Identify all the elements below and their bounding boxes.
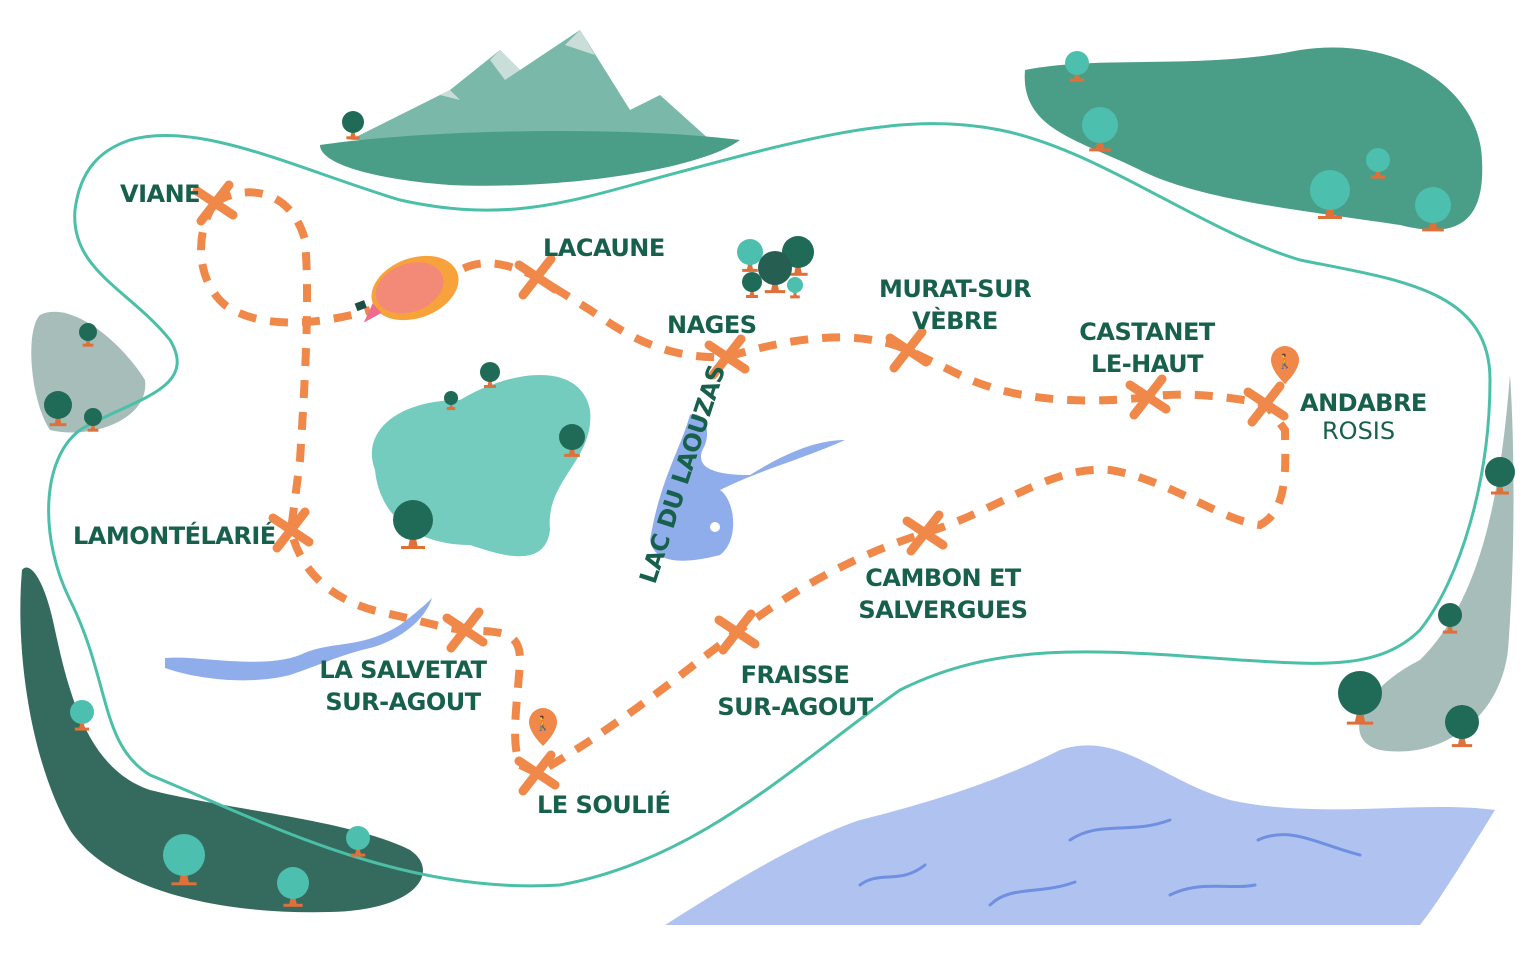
tree-icon bbox=[393, 500, 433, 549]
cross-marker-icon bbox=[268, 507, 314, 553]
mountain-icon bbox=[320, 30, 740, 186]
hiker-pin-icon: 🚶 bbox=[1271, 346, 1299, 384]
tree-icon bbox=[1438, 603, 1462, 634]
tree-icon bbox=[1485, 457, 1515, 495]
cross-marker-icon bbox=[885, 327, 931, 373]
forest-bottom-left bbox=[20, 567, 424, 913]
svg-text:🚶: 🚶 bbox=[534, 715, 551, 732]
hiking-route-loop bbox=[197, 200, 372, 327]
label-cambon-1: CAMBON ET bbox=[865, 564, 1022, 592]
cross-marker-icon bbox=[1125, 374, 1171, 420]
tree-icon bbox=[1445, 705, 1479, 748]
tree-icon bbox=[758, 251, 792, 294]
tree-icon bbox=[1338, 671, 1382, 725]
tree-icon bbox=[1415, 187, 1451, 232]
tree-icon bbox=[787, 277, 803, 299]
label-andabre: ANDABRE bbox=[1300, 389, 1427, 417]
label-lamontelarie: LAMONTÉLARIÉ bbox=[73, 521, 276, 550]
label-castanet-1: CASTANET bbox=[1079, 318, 1216, 346]
label-cambon-2: SALVERGUES bbox=[858, 596, 1027, 624]
hill-right bbox=[1359, 375, 1514, 752]
tree-icon bbox=[79, 323, 97, 347]
label-salvetat-1: LA SALVETAT bbox=[319, 656, 487, 684]
tree-icon bbox=[1310, 170, 1350, 219]
lake-laouzas bbox=[650, 414, 845, 561]
tree-icon bbox=[163, 834, 205, 886]
lake-islet bbox=[710, 522, 720, 532]
tree-icon bbox=[1366, 148, 1390, 179]
cross-marker-icon bbox=[714, 609, 760, 655]
tree-icon bbox=[480, 362, 500, 388]
tree-icon bbox=[559, 424, 585, 457]
tree-icon bbox=[342, 111, 364, 140]
label-fraisse-2: SUR-AGOUT bbox=[717, 693, 873, 721]
cross-marker-icon bbox=[442, 607, 488, 653]
label-castanet-2: LE-HAUT bbox=[1091, 350, 1204, 378]
sea-waves bbox=[858, 818, 1362, 907]
label-viane: VIANE bbox=[120, 180, 200, 208]
hot-air-balloon-icon bbox=[354, 255, 459, 323]
label-murat-1: MURAT-SUR bbox=[879, 275, 1031, 303]
cross-marker-icon bbox=[704, 334, 750, 380]
svg-text:🚶: 🚶 bbox=[1276, 353, 1293, 370]
park-boundary bbox=[47, 122, 1492, 888]
label-lacaune: LACAUNE bbox=[543, 234, 665, 262]
tree-icon bbox=[737, 239, 763, 272]
cross-marker-icon bbox=[514, 254, 560, 300]
label-murat-2: VÈBRE bbox=[912, 306, 998, 335]
label-nages: NAGES bbox=[667, 311, 757, 339]
tree-icon bbox=[346, 826, 370, 857]
hiker-pin-icon: 🚶 bbox=[529, 708, 557, 746]
cross-marker-icon bbox=[902, 510, 948, 556]
tree-icon bbox=[70, 700, 94, 731]
tree-icon bbox=[277, 867, 309, 907]
river-agout bbox=[165, 598, 432, 681]
cross-marker-icon bbox=[1243, 381, 1289, 427]
tree-icon bbox=[1082, 107, 1118, 152]
tree-icon bbox=[444, 391, 458, 411]
tree-icon bbox=[84, 408, 102, 432]
tree-icon bbox=[44, 391, 72, 427]
label-le-soulie: LE SOULIÉ bbox=[537, 790, 670, 819]
tree-icon bbox=[1065, 51, 1089, 82]
cross-marker-icon bbox=[192, 180, 238, 226]
label-salvetat-2: SUR-AGOUT bbox=[325, 688, 481, 716]
forest-top-right bbox=[1024, 47, 1483, 230]
label-rosis: ROSIS bbox=[1322, 417, 1395, 445]
label-fraisse-1: FRAISSE bbox=[741, 661, 850, 689]
cross-marker-icon bbox=[514, 750, 560, 796]
tree-icon bbox=[742, 272, 762, 298]
